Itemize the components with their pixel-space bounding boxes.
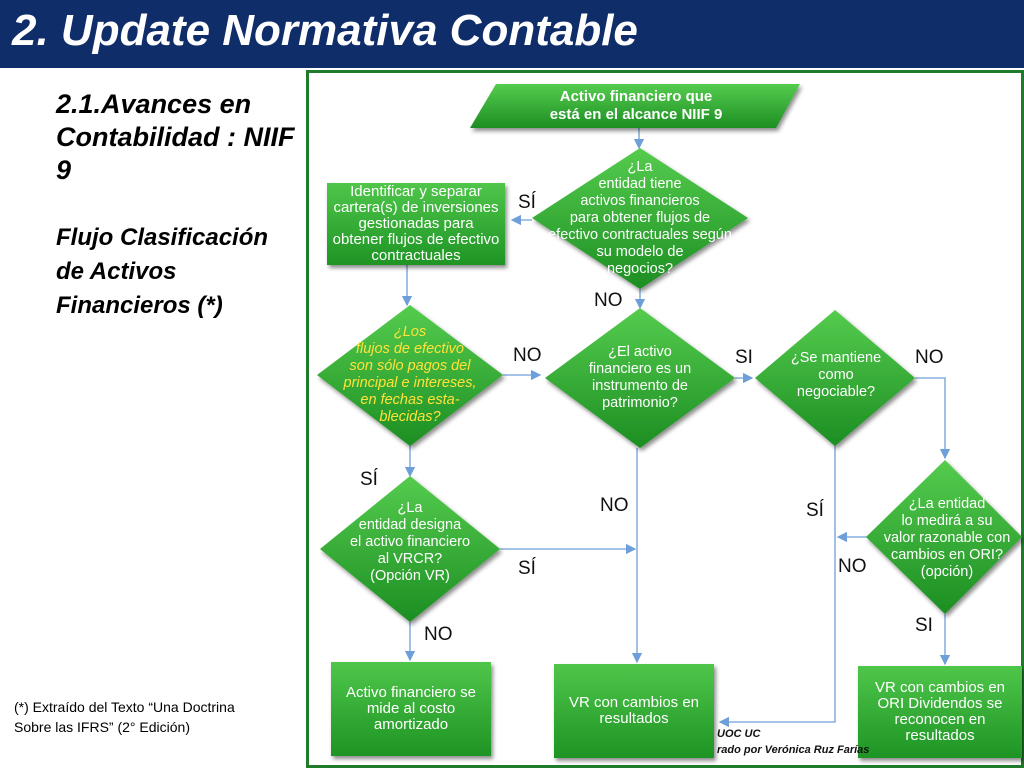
label-no-equity: NO bbox=[600, 495, 629, 516]
diamond-ori-label: ¿La entidad lo medirá a su valor razonab… bbox=[883, 495, 1011, 580]
diamond-trading-label: ¿Se mantiene como negociable? bbox=[790, 349, 882, 400]
box-amortized-cost: Activo financiero se mide al costo amort… bbox=[331, 662, 491, 756]
diamond-trading bbox=[755, 310, 915, 446]
subtitle-section: 2.1.Avances en Contabilidad : NIIF 9 bbox=[56, 89, 295, 185]
diamond-business-model bbox=[532, 148, 748, 289]
title-bar: 2. Update Normativa Contable bbox=[0, 0, 1024, 68]
section-subtitle: 2.1.Avances en Contabilidad : NIIF 9 Flu… bbox=[56, 88, 301, 323]
arrow-trading-to-ori bbox=[915, 377, 951, 460]
diamond-equity bbox=[545, 308, 735, 448]
credit-institution: UOC UC bbox=[717, 728, 761, 740]
subtitle-flow: Flujo Clasificación de Activos Financier… bbox=[56, 224, 269, 319]
label-yes-vrcr: SÍ bbox=[518, 558, 536, 579]
label-no-cashflows: NO bbox=[513, 345, 542, 366]
label-yes-trading: SÍ bbox=[806, 500, 824, 521]
footnote: (*) Extraído del Texto “Una Doctrina Sob… bbox=[14, 699, 235, 735]
box-fv-oci: VR con cambios en ORI Dividendos se reco… bbox=[858, 666, 1022, 758]
credit-author: rado por Verónica Ruz Farías bbox=[717, 744, 870, 756]
diamond-cashflows-label: ¿Los flujos de efectivo son sólo pagos d… bbox=[343, 324, 477, 425]
diamond-vrcr-label: ¿La entidad designa el activo financiero… bbox=[349, 499, 471, 584]
label-no-vrcr: NO bbox=[424, 624, 453, 645]
start-node-label: Activo financiero que está en el alcance… bbox=[549, 88, 723, 123]
diamond-equity-label: ¿El activo financiero es un instrumento … bbox=[588, 344, 692, 411]
box-identify-portfolio: Identificar y separar cartera(s) de inve… bbox=[327, 183, 505, 265]
label-yes-cashflows: SÍ bbox=[360, 469, 378, 490]
label-yes-equity: SI bbox=[735, 347, 753, 368]
diamond-cashflows bbox=[317, 305, 503, 446]
label-no-ori: NO bbox=[838, 556, 867, 577]
box-fv-profit-loss: VR con cambios en resultados bbox=[554, 664, 714, 758]
label-yes-ori: SI bbox=[915, 615, 933, 636]
diamond-vrcr bbox=[320, 476, 500, 622]
label-yes-identify: SÍ bbox=[518, 192, 536, 213]
label-no-model: NO bbox=[594, 290, 623, 311]
diamond-ori bbox=[866, 460, 1022, 614]
start-node bbox=[470, 84, 800, 128]
page-title: 2. Update Normativa Contable bbox=[12, 6, 638, 55]
diamond-business-model-label: ¿La entidad tiene activos financieros pa… bbox=[548, 158, 732, 277]
arrow-trading-yes bbox=[718, 445, 836, 728]
label-no-trading: NO bbox=[915, 347, 944, 368]
